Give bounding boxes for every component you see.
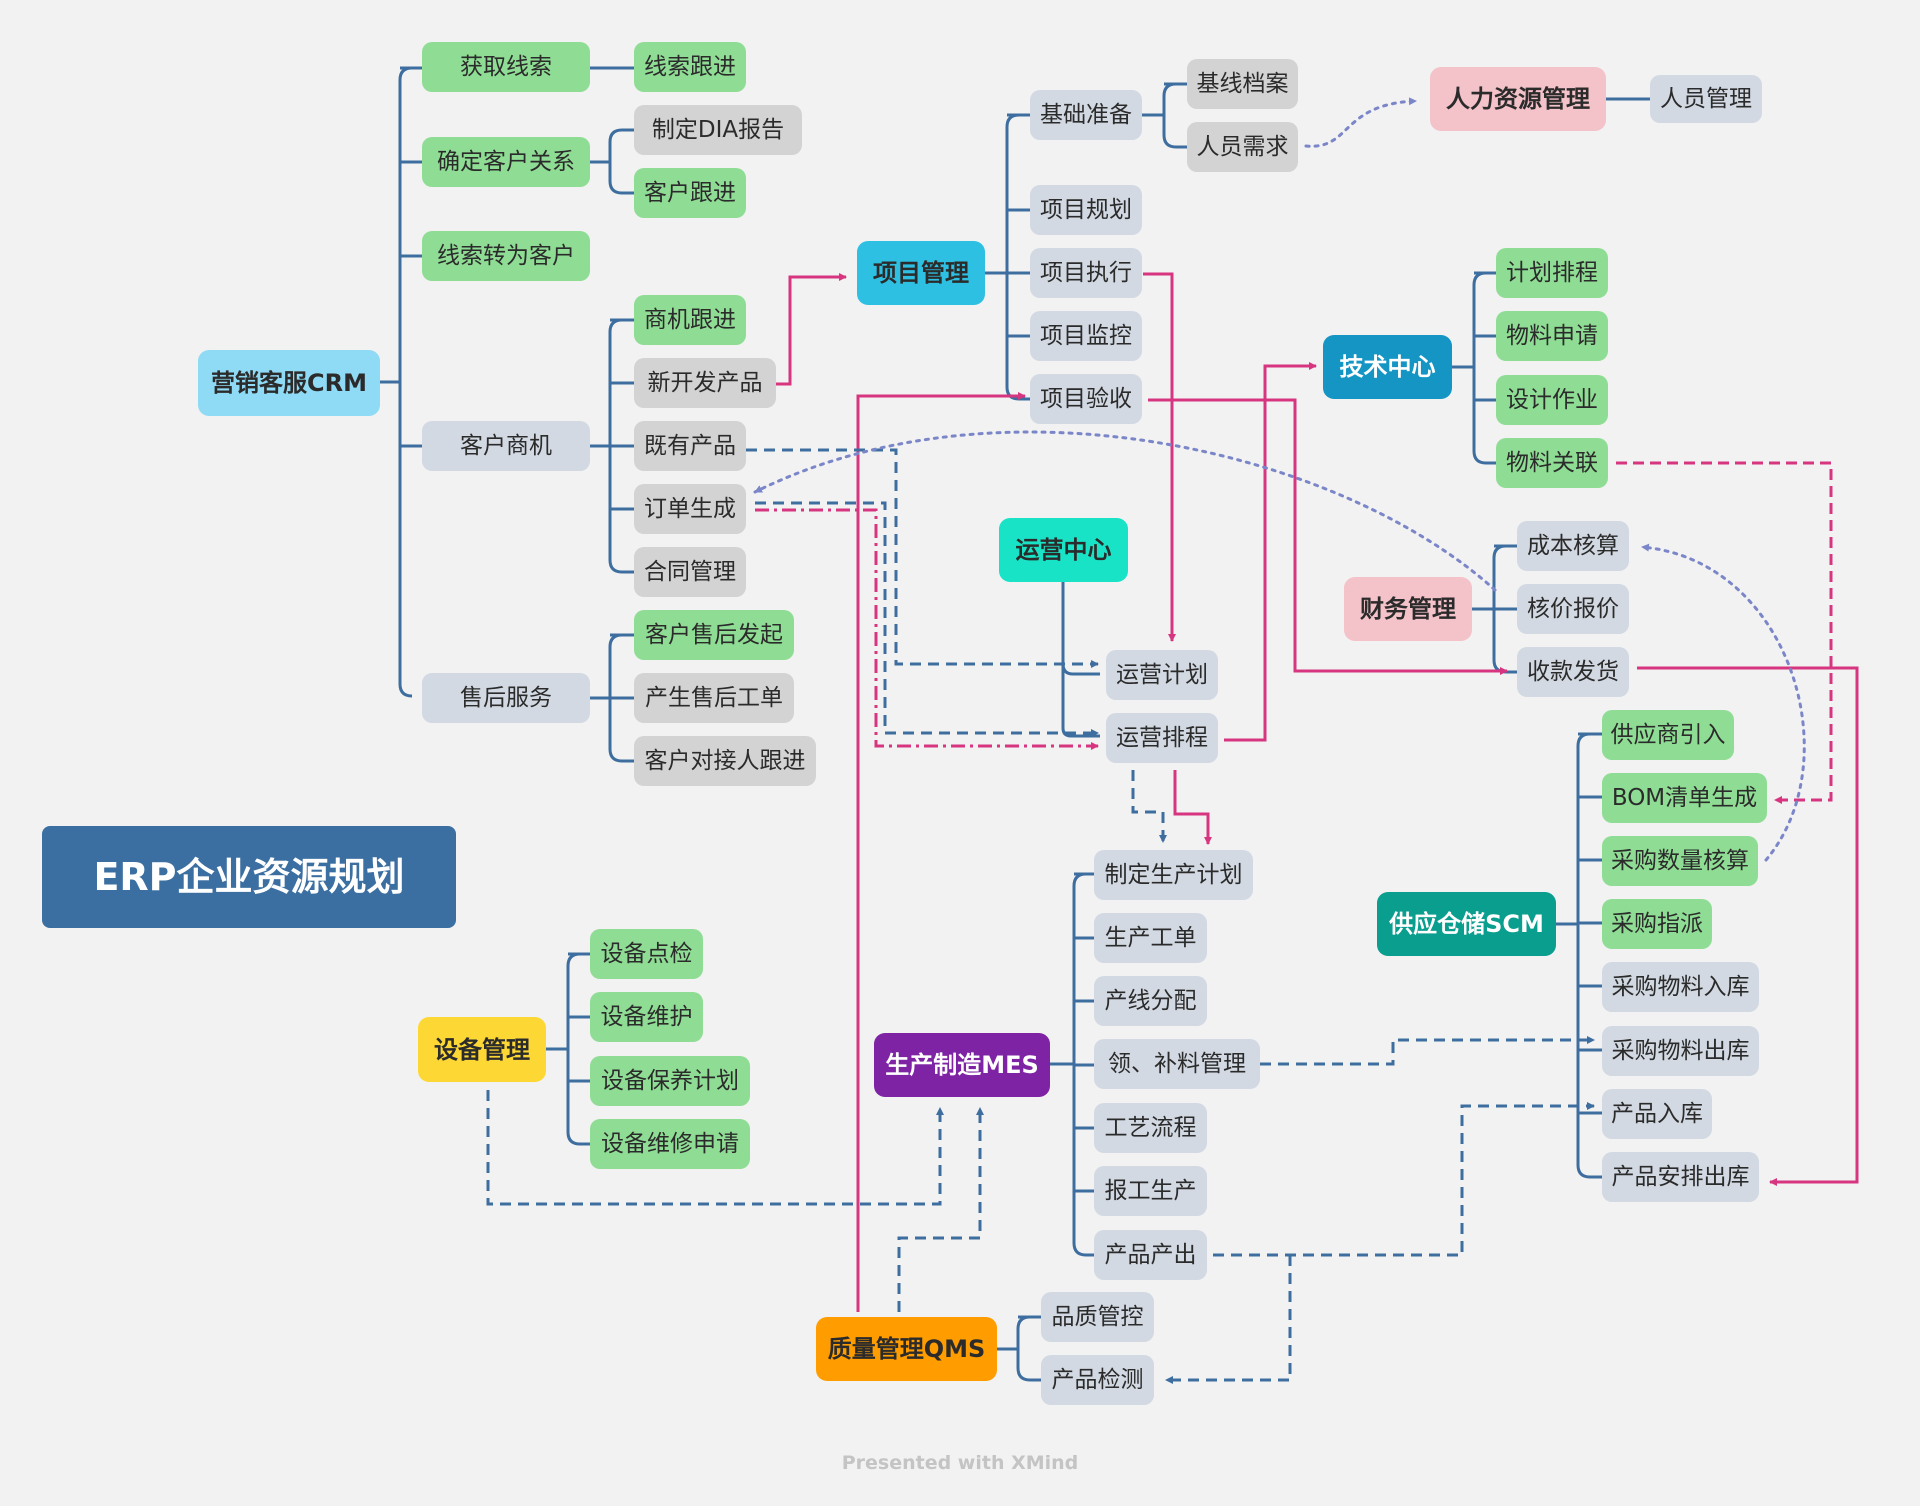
topic-design-work[interactable]: 设计作业	[1496, 375, 1608, 425]
diagram-title: ERP企业资源规划	[42, 826, 456, 928]
topic-lead-to-customer[interactable]: 线索转为客户	[422, 231, 590, 281]
root-equipment[interactable]: 设备管理	[418, 1017, 546, 1082]
topic-production-plan[interactable]: 制定生产计划	[1094, 850, 1253, 900]
topic-staff-management[interactable]: 人员管理	[1650, 75, 1762, 123]
topic-purchase-outbound[interactable]: 采购物料出库	[1602, 1026, 1759, 1076]
root-qms[interactable]: 质量管理QMS	[816, 1317, 997, 1381]
topic-work-report[interactable]: 报工生产	[1094, 1166, 1207, 1216]
root-hr[interactable]: 人力资源管理	[1430, 67, 1606, 131]
topic-dia-report[interactable]: 制定DIA报告	[634, 105, 802, 155]
topic-contract-management[interactable]: 合同管理	[634, 547, 746, 597]
topic-project-monitoring[interactable]: 项目监控	[1030, 311, 1142, 361]
topic-after-sales-request[interactable]: 客户售后发起	[634, 610, 794, 660]
topic-quality-control[interactable]: 品质管控	[1041, 1292, 1154, 1342]
dotted-relations	[753, 97, 1806, 862]
topic-customer-opportunity[interactable]: 客户商机	[422, 421, 590, 471]
topic-contact-followup[interactable]: 客户对接人跟进	[634, 736, 816, 786]
topic-cost-accounting[interactable]: 成本核算	[1517, 521, 1629, 571]
topic-new-product[interactable]: 新开发产品	[634, 358, 776, 408]
root-ops-center[interactable]: 运营中心	[999, 518, 1128, 582]
topic-equipment-upkeep-plan[interactable]: 设备保养计划	[590, 1056, 750, 1106]
pink-relations	[776, 272, 1859, 1312]
topic-equipment-repair-request[interactable]: 设备维修申请	[590, 1119, 750, 1169]
topic-equipment-maintenance[interactable]: 设备维护	[590, 992, 703, 1042]
topic-material-link[interactable]: 物料关联	[1496, 438, 1608, 488]
topic-material-issue[interactable]: 领、补料管理	[1094, 1039, 1260, 1089]
topic-confirm-customer-relation[interactable]: 确定客户关系	[422, 137, 590, 187]
topic-get-leads[interactable]: 获取线索	[422, 42, 590, 92]
root-scm[interactable]: 供应仓储SCM	[1377, 892, 1556, 956]
topic-baseline-archive[interactable]: 基线档案	[1187, 59, 1298, 109]
topic-existing-product[interactable]: 既有产品	[634, 421, 746, 471]
topic-project-execution[interactable]: 项目执行	[1030, 248, 1142, 298]
topic-product-outbound[interactable]: 产品安排出库	[1602, 1152, 1759, 1202]
topic-line-allocation[interactable]: 产线分配	[1094, 976, 1207, 1026]
topic-ops-scheduling[interactable]: 运营排程	[1106, 713, 1218, 763]
topic-purchase-assignment[interactable]: 采购指派	[1602, 899, 1712, 949]
topic-lead-followup[interactable]: 线索跟进	[634, 42, 746, 92]
topic-ops-plan[interactable]: 运营计划	[1106, 650, 1218, 700]
topic-customer-followup[interactable]: 客户跟进	[634, 168, 746, 218]
topic-material-request[interactable]: 物料申请	[1496, 311, 1608, 361]
topic-process-flow[interactable]: 工艺流程	[1094, 1103, 1207, 1153]
topic-product-output[interactable]: 产品产出	[1094, 1230, 1207, 1280]
root-mes[interactable]: 生产制造MES	[874, 1033, 1050, 1097]
topic-purchase-inbound[interactable]: 采购物料入库	[1602, 962, 1759, 1012]
topic-price-quote[interactable]: 核价报价	[1517, 584, 1629, 634]
topic-purchase-qty-check[interactable]: 采购数量核算	[1602, 836, 1758, 886]
root-tech-center[interactable]: 技术中心	[1323, 335, 1452, 399]
topic-plan-scheduling[interactable]: 计划排程	[1496, 248, 1608, 298]
topic-bom-generation[interactable]: BOM清单生成	[1602, 773, 1767, 823]
topic-project-planning[interactable]: 项目规划	[1030, 185, 1142, 235]
topic-product-inspection[interactable]: 产品检测	[1041, 1355, 1154, 1405]
topic-supplier-onboarding[interactable]: 供应商引入	[1602, 710, 1734, 760]
root-crm[interactable]: 营销客服CRM	[198, 350, 380, 416]
pink-dashed-relations	[755, 461, 1833, 804]
topic-after-sales[interactable]: 售后服务	[422, 673, 590, 723]
blue-dashed-relations	[486, 448, 1595, 1384]
root-project-management[interactable]: 项目管理	[857, 241, 985, 305]
topic-order-generation[interactable]: 订单生成	[634, 484, 746, 534]
topic-after-sales-ticket[interactable]: 产生售后工单	[634, 673, 794, 723]
topic-product-inbound[interactable]: 产品入库	[1602, 1089, 1712, 1139]
topic-equipment-inspection[interactable]: 设备点检	[590, 929, 703, 979]
topic-payment-shipping[interactable]: 收款发货	[1517, 647, 1629, 697]
tree-connectors	[380, 66, 1650, 1382]
footer-watermark: Presented with XMind	[841, 1452, 1079, 1474]
topic-staff-need[interactable]: 人员需求	[1187, 122, 1298, 172]
topic-basic-preparation[interactable]: 基础准备	[1030, 90, 1142, 140]
root-finance[interactable]: 财务管理	[1344, 577, 1472, 641]
topic-opportunity-followup[interactable]: 商机跟进	[634, 295, 746, 345]
topic-project-acceptance[interactable]: 项目验收	[1030, 374, 1142, 424]
topic-work-order[interactable]: 生产工单	[1094, 913, 1207, 963]
